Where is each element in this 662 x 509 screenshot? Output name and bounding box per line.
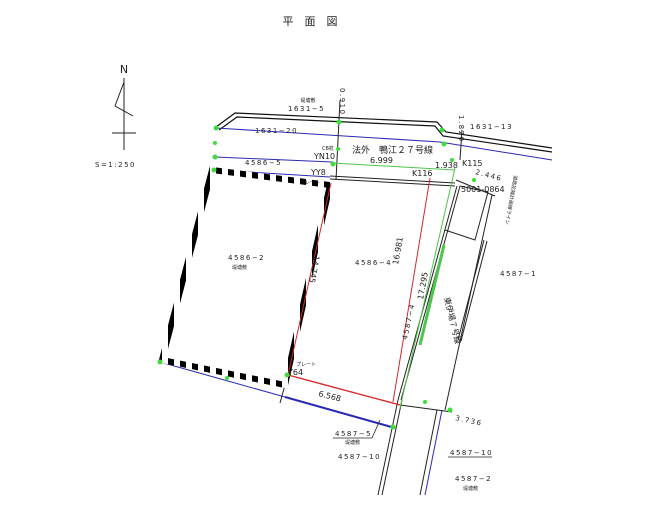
label-4587-2: 4587−2 [455, 475, 492, 483]
point-k116: K116 [412, 169, 433, 178]
label-4586-4: 4586−4 [355, 259, 392, 267]
north-label: N [120, 63, 128, 76]
label-1631-20: 1631−20 [255, 127, 298, 135]
point-k115: K115 [462, 159, 483, 168]
east-road-label: 東伊場７号線 [442, 296, 463, 345]
label-5001-0864: 5001-0864 [461, 185, 505, 194]
scale-label: S=1:250 [95, 161, 136, 169]
survey-points [157, 119, 476, 430]
label-4586-2-sub: 堤塘敷 [232, 264, 247, 271]
dim-3736: 3.736 [455, 414, 484, 428]
label-1631-5: 1631−5 [288, 105, 325, 113]
label-4587-5-sub: 堤塘敷 [345, 439, 360, 446]
drawing-title: 平 面 図 [283, 15, 338, 28]
black-lines [279, 99, 496, 496]
label-4586-2: 4586−2 [228, 254, 265, 262]
vertical-note: 道路拡幅計画線ライン [503, 175, 519, 225]
dim-1938: 1.938 [435, 161, 458, 170]
north-road-label: 法外 鴨江２７号線 [352, 144, 433, 156]
point-yn10: YN10 [313, 152, 335, 161]
label-plate-2: プレート [296, 362, 316, 368]
label-4587-5: 4587−5 [335, 430, 372, 438]
label-plate-1: プレート [300, 180, 320, 186]
dim-2446: 2.446 [474, 168, 503, 183]
label-4587-4: 4587−4 [401, 302, 417, 340]
label-4587-1: 4587−1 [500, 270, 537, 278]
north-road-edge [215, 112, 553, 153]
label-cb: CB杭 [322, 145, 334, 152]
label-4587-10-left: 4587−10 [338, 453, 381, 461]
dim-6568: 6.568 [318, 389, 342, 403]
label-1631-5-sub: 堤塘敷 [300, 97, 315, 104]
dim-16981: 16.981 [391, 236, 405, 265]
label-4586-5: 4586−5 [245, 159, 282, 167]
parcel-4586-2-boundary [158, 166, 334, 389]
dim-0910: 0.910 [338, 88, 346, 116]
point-y64: Y64 [287, 368, 303, 377]
dim-1820: 1.820 [457, 115, 465, 143]
dim-6999: 6.999 [370, 156, 393, 165]
label-4587-2-sub: 堤塘敷 [463, 485, 478, 492]
label-4587-10-right: 4587−10 [450, 449, 493, 457]
red-boundaries [287, 177, 431, 406]
north-arrow-icon [112, 78, 136, 150]
leader-4587-5-tail [371, 419, 381, 439]
label-1631-13: 1631−13 [470, 123, 513, 131]
green-boundaries [331, 162, 456, 409]
point-yy8: YY8 [310, 168, 326, 177]
